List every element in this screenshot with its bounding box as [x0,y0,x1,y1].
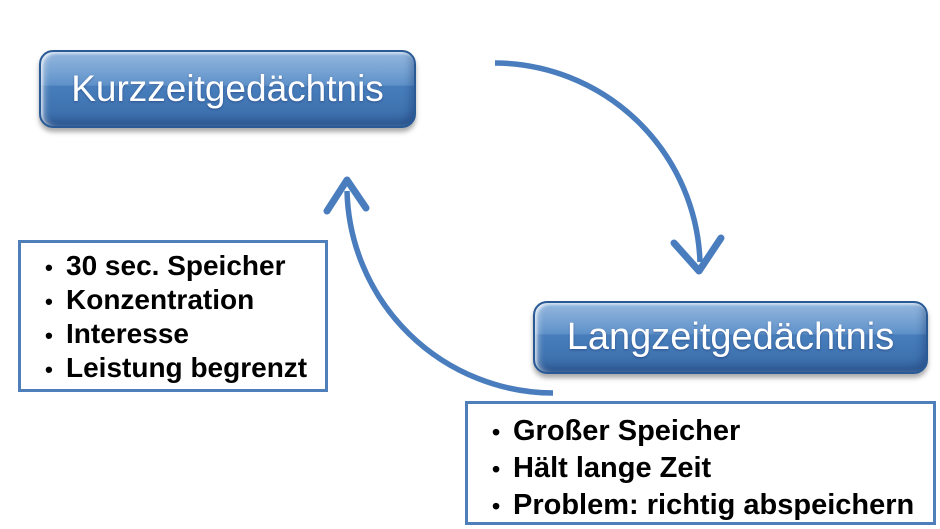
list-item: • Interesse [21,317,325,351]
bullet-dot: • [45,357,53,382]
bullet-dot: • [492,456,501,482]
list-item-text: Interesse [66,318,189,349]
list-item-text: Großer Speicher [513,415,741,447]
list-item: • Konzentration [21,283,325,317]
list-item-text: Hält lange Zeit [513,452,712,484]
list-item-text: Leistung begrenzt [66,352,308,383]
list-item: • 30 sec. Speicher [21,249,325,283]
list-item-text: Problem: richtig abspeichern [513,489,915,521]
curved-arrow-long-to-short-icon [323,176,554,396]
bullet-dot: • [492,419,501,445]
list-item: • Hält lange Zeit [468,450,933,487]
list-item: • Leistung begrenzt [21,351,325,385]
list-item: • Großer Speicher [468,413,933,450]
bullet-dot: • [45,255,53,280]
bullet-dot: • [45,289,53,314]
node-kurzzeitgedaechtnis: Kurzzeitgedächtnis [39,50,416,128]
list-item-text: 30 sec. Speicher [66,250,286,281]
long-term-details-box: • Großer Speicher • Hält lange Zeit • Pr… [465,401,936,525]
list-item: • Problem: richtig abspeichern [468,487,933,524]
short-term-details-box: • 30 sec. Speicher • Konzentration • Int… [18,240,328,392]
node-langzeitgedaechtnis-label: Langzeitgedächtnis [566,316,895,358]
bullet-dot: • [492,493,501,519]
node-langzeitgedaechtnis: Langzeitgedächtnis [533,301,928,374]
node-kurzzeitgedaechtnis-label: Kurzzeitgedächtnis [71,68,384,109]
list-item-text: Konzentration [66,284,255,315]
bullet-dot: • [45,323,53,348]
curved-arrow-short-to-long-icon [494,60,725,275]
